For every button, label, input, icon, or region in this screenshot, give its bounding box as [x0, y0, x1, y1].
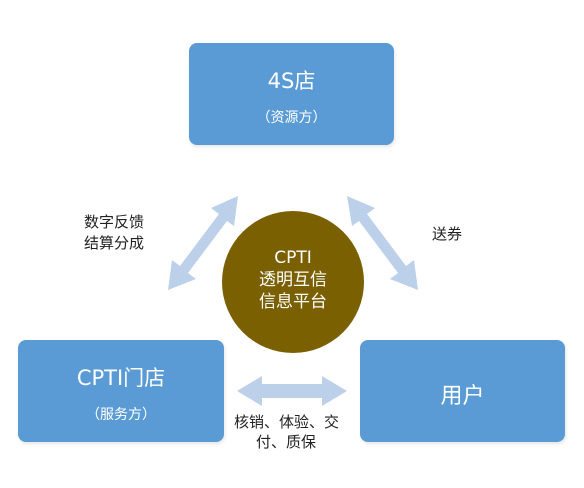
edge-label-resource-user: 送券 — [432, 225, 463, 243]
resource-node-box: 4S店 （资源方） — [189, 43, 394, 145]
arrow-store-user — [237, 376, 347, 406]
platform-node-circle: CPTI 透明互信 信息平台 — [222, 211, 364, 353]
edge-label-store-user-line2: 付、质保 — [256, 433, 317, 451]
store-node-box: CPTI门店 （服务方） — [18, 340, 224, 442]
resource-node-subtitle: （资源方） — [256, 110, 327, 126]
resource-node-title: 4S店 — [267, 69, 316, 93]
platform-node-line2: 透明互信 — [259, 270, 327, 290]
edge-label-store-resource-line1: 数字反馈 — [84, 213, 145, 231]
store-node-subtitle: （服务方） — [86, 407, 156, 423]
user-node-title: 用户 — [440, 384, 485, 409]
user-node-box: 用户 — [360, 340, 565, 442]
arrow-store-resource — [168, 196, 238, 290]
edge-label-store-user-line1: 核销、体验、交 — [234, 413, 340, 431]
store-node-title: CPTI门店 — [76, 366, 166, 390]
edge-label-store-resource-line2: 结算分成 — [84, 234, 145, 252]
platform-node-line1: CPTI — [274, 248, 312, 268]
arrow-resource-user — [347, 196, 418, 290]
platform-node-line3: 信息平台 — [259, 292, 327, 312]
